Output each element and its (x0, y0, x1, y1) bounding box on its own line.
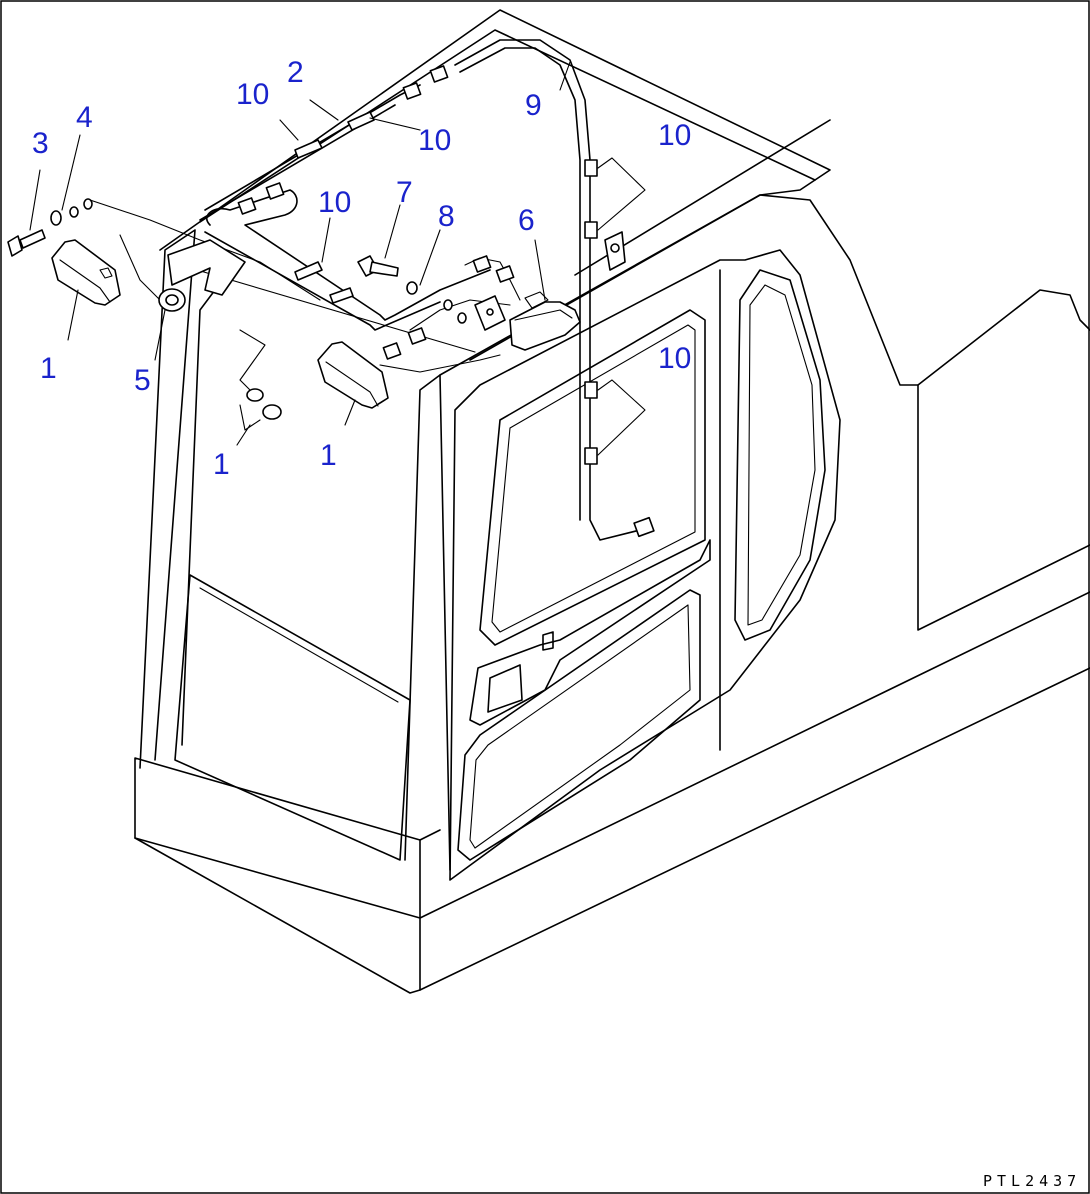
callout-2: 2 (287, 56, 304, 89)
rear-lamp (509, 301, 581, 351)
drawing-code: PTL2437 (983, 1172, 1081, 1190)
callout-10-roof-left: 10 (236, 78, 269, 111)
work-lamp-left (51, 239, 121, 306)
callout-4: 4 (76, 101, 93, 134)
callout-10-side-lower: 10 (658, 342, 691, 375)
callout-7: 7 (396, 176, 413, 209)
callout-10-roof-center: 10 (318, 186, 351, 219)
callout-6: 6 (518, 204, 535, 237)
callout-9: 9 (525, 89, 542, 122)
callout-8: 8 (438, 200, 455, 233)
lamp-parts (7, 198, 581, 420)
callout-labels: 3 4 1 5 1 1 10 2 10 10 7 8 6 9 10 10 (32, 56, 691, 481)
clamp-parts (294, 111, 646, 465)
callout-3: 3 (32, 127, 49, 160)
work-lamp-center (317, 341, 389, 409)
leader-lines (29, 61, 571, 446)
callout-1-center: 1 (320, 439, 337, 472)
callout-5: 5 (134, 364, 151, 397)
wiring-harness (89, 39, 655, 541)
cab-body (134, 9, 1090, 994)
callout-10-roof-right: 10 (418, 124, 451, 157)
callout-10-side-upper: 10 (658, 119, 691, 152)
callout-1-left: 1 (40, 352, 57, 385)
callout-1-lower: 1 (213, 448, 230, 481)
